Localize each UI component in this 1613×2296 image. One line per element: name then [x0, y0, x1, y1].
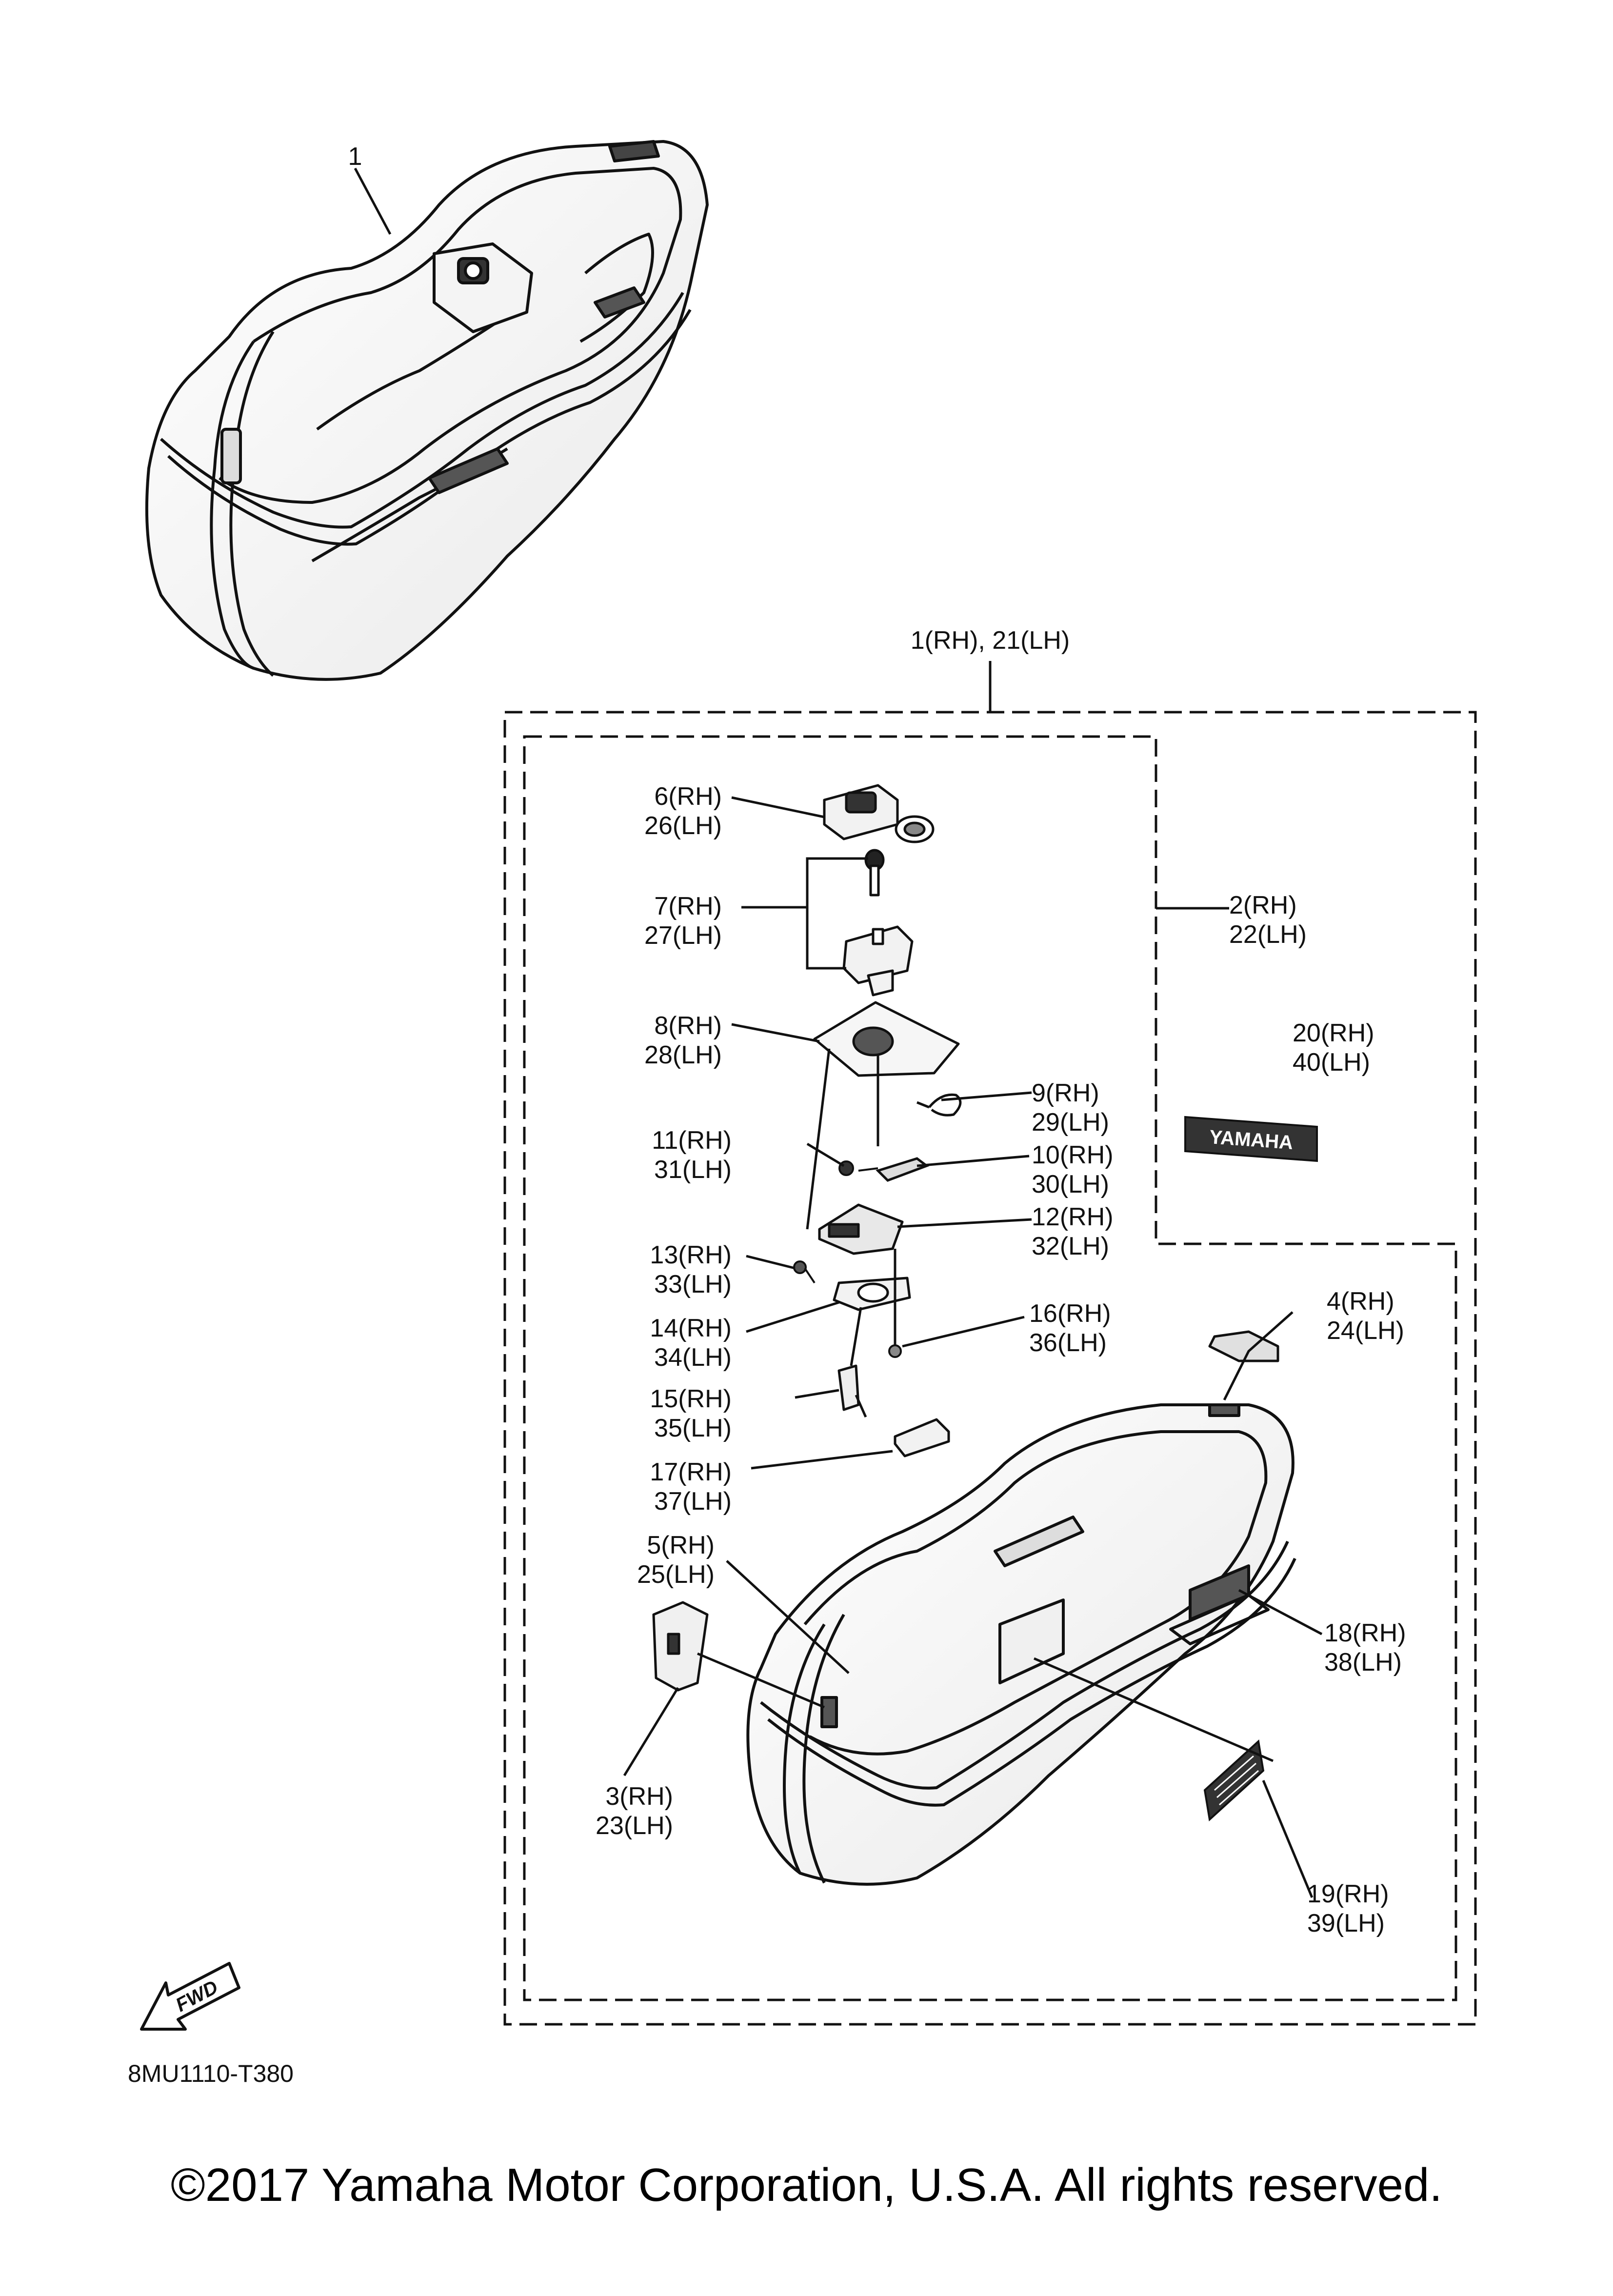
- callout-18-lh: 38(LH): [1324, 1648, 1402, 1677]
- diagram-code: 8MU1110-T380: [128, 2060, 294, 2087]
- saddlebag-complete-illustration: [145, 140, 709, 681]
- callout-8-rh: 8(RH): [654, 1012, 722, 1040]
- callout-19-rh: 19(RH): [1307, 1880, 1389, 1908]
- callout-6-rh: 6(RH): [654, 782, 722, 811]
- callout-6-lh: 26(LH): [644, 812, 722, 840]
- callout-9-rh: 9(RH): [1032, 1079, 1099, 1107]
- callout-7-lh: 27(LH): [644, 921, 722, 950]
- callout-2-lh: 22(LH): [1229, 920, 1307, 949]
- callout-8-lh: 28(LH): [644, 1041, 722, 1069]
- callout-5-lh: 25(LH): [637, 1560, 715, 1589]
- callout-11-rh: 11(RH): [652, 1126, 732, 1155]
- saddlebag-base-illustration: [746, 1403, 1296, 1886]
- callout-12-lh: 32(LH): [1032, 1232, 1109, 1260]
- callout-labels: 1 1(RH), 21(LH) 2(RH) 22(LH) 3(RH) 23(LH…: [348, 142, 1406, 1937]
- lid-assembly-outline-2-22: [523, 735, 1457, 2001]
- callout-assembly: 1(RH), 21(LH): [911, 626, 1070, 655]
- callout-17-lh: 37(LH): [654, 1487, 732, 1516]
- leader-1: [354, 167, 392, 235]
- callout-5-rh: 5(RH): [647, 1531, 715, 1559]
- part-11-spring: [838, 1160, 878, 1176]
- copyright-notice: ©2017 Yamaha Motor Corporation, U.S.A. A…: [170, 2159, 1443, 2211]
- callout-15-lh: 35(LH): [654, 1414, 732, 1442]
- part-19-caution-label: [1203, 1739, 1265, 1821]
- part-17-pad: [894, 1418, 950, 1457]
- callout-11-lh: 31(LH): [654, 1156, 732, 1184]
- callout-16-rh: 16(RH): [1029, 1299, 1111, 1328]
- part-14-bracket: [833, 1277, 911, 1311]
- leader-lines: [623, 796, 1323, 1898]
- callout-3-lh: 23(LH): [596, 1812, 673, 1840]
- part-10-latch: [876, 1157, 930, 1182]
- callout-1: 1: [348, 142, 362, 171]
- callout-9-lh: 29(LH): [1032, 1108, 1109, 1137]
- part-20-yamaha-emblem: YAMAHA: [1184, 1116, 1318, 1162]
- part-12-latch-base: [818, 1203, 904, 1255]
- part-3-latch-block: [652, 1601, 709, 1692]
- callout-17-rh: 17(RH): [650, 1458, 732, 1486]
- callout-2-rh: 2(RH): [1229, 891, 1297, 919]
- callout-12-rh: 12(RH): [1032, 1203, 1114, 1231]
- callout-13-rh: 13(RH): [650, 1241, 732, 1269]
- part-7-key-cylinder: [842, 849, 914, 997]
- assembly-outline-1-21: [503, 711, 1477, 2026]
- callout-13-lh: 33(LH): [654, 1270, 732, 1298]
- callout-14-rh: 14(RH): [650, 1314, 732, 1342]
- part-16-screw: [888, 1344, 902, 1358]
- callout-3-rh: 3(RH): [605, 1782, 673, 1811]
- callout-7-rh: 7(RH): [654, 892, 722, 920]
- callout-10-rh: 10(RH): [1032, 1141, 1114, 1169]
- fwd-arrow-icon: FWD: [140, 1962, 240, 2031]
- callout-19-lh: 39(LH): [1307, 1909, 1385, 1937]
- callout-4-rh: 4(RH): [1327, 1287, 1394, 1316]
- part-8-lock-plate: [813, 1001, 960, 1077]
- callout-10-lh: 30(LH): [1032, 1170, 1109, 1198]
- part-4-hinge-cover: [1208, 1330, 1279, 1362]
- callout-20-lh: 40(LH): [1293, 1048, 1370, 1077]
- callout-18-rh: 18(RH): [1324, 1619, 1406, 1647]
- callout-4-lh: 24(LH): [1327, 1317, 1404, 1345]
- part-9-clip: [916, 1093, 962, 1117]
- part-15-catch: [837, 1364, 867, 1418]
- callout-15-rh: 15(RH): [650, 1385, 732, 1413]
- callout-14-lh: 34(LH): [654, 1343, 732, 1372]
- callout-16-lh: 36(LH): [1029, 1329, 1107, 1357]
- part-13-screw: [793, 1260, 816, 1284]
- part-6-lock-cover: [823, 784, 935, 843]
- callout-20-rh: 20(RH): [1293, 1019, 1374, 1047]
